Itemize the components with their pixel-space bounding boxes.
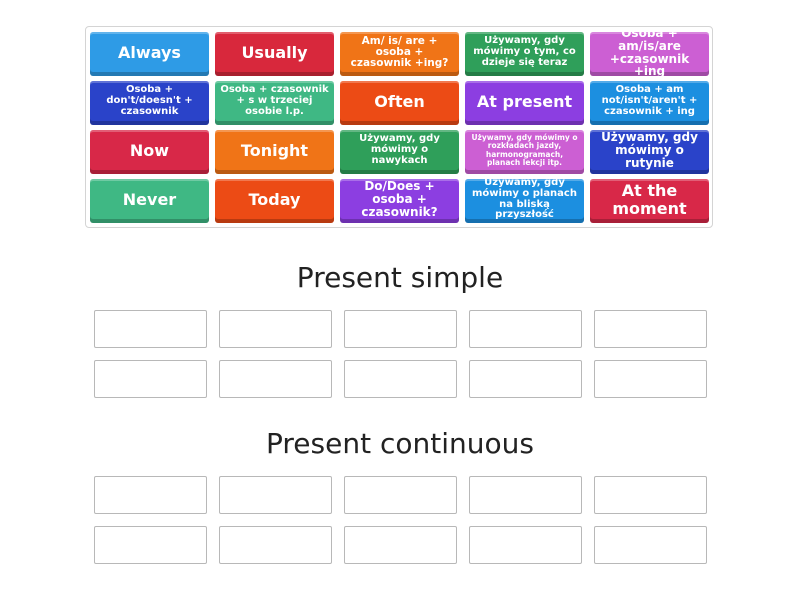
- drop-slot[interactable]: [469, 526, 582, 564]
- drop-slot[interactable]: [219, 476, 332, 514]
- draggable-tile[interactable]: Używamy, gdy mówimy o planach na bliską …: [465, 179, 584, 223]
- drop-slot[interactable]: [594, 476, 707, 514]
- draggable-tile[interactable]: At present: [465, 81, 584, 125]
- draggable-tile[interactable]: Używamy, gdy mówimy o nawykach: [340, 130, 459, 174]
- draggable-tile[interactable]: Often: [340, 81, 459, 125]
- draggable-tile[interactable]: Osoba + am not/isn't/aren't + czasownik …: [590, 81, 709, 125]
- drop-zone-present-continuous: [94, 476, 707, 564]
- drop-slot[interactable]: [219, 526, 332, 564]
- drop-slot[interactable]: [594, 360, 707, 398]
- draggable-tile[interactable]: Usually: [215, 32, 334, 76]
- draggable-tile[interactable]: Osoba + czasownik + s w trzeciej osobie …: [215, 81, 334, 125]
- drop-slot[interactable]: [469, 476, 582, 514]
- draggable-tile[interactable]: Am/ is/ are + osoba + czasownik +ing?: [340, 32, 459, 76]
- drop-slot[interactable]: [94, 526, 207, 564]
- draggable-tile[interactable]: Never: [90, 179, 209, 223]
- drop-slot[interactable]: [219, 360, 332, 398]
- draggable-tile[interactable]: Używamy, gdy mówimy o rozkładach jazdy, …: [465, 130, 584, 174]
- draggable-tile[interactable]: Now: [90, 130, 209, 174]
- draggable-tile[interactable]: Osoba + don't/doesn't + czasownik: [90, 81, 209, 125]
- draggable-tile[interactable]: Osoba + am/is/are +czasownik +ing: [590, 32, 709, 76]
- draggable-tile[interactable]: Always: [90, 32, 209, 76]
- draggable-tile[interactable]: Używamy, gdy mówimy o rutynie: [590, 130, 709, 174]
- drop-slot[interactable]: [344, 526, 457, 564]
- drop-slot[interactable]: [469, 360, 582, 398]
- draggable-tile[interactable]: Tonight: [215, 130, 334, 174]
- draggable-tile[interactable]: Do/Does + osoba + czasownik?: [340, 179, 459, 223]
- drop-slot[interactable]: [344, 360, 457, 398]
- drop-slot[interactable]: [469, 310, 582, 348]
- drop-slot[interactable]: [594, 310, 707, 348]
- drop-slot[interactable]: [344, 476, 457, 514]
- drop-slot[interactable]: [219, 310, 332, 348]
- drop-zone-present-simple: [94, 310, 707, 398]
- section-title-present-simple: Present simple: [296, 261, 504, 294]
- drop-slot[interactable]: [344, 310, 457, 348]
- draggable-tile[interactable]: Today: [215, 179, 334, 223]
- section-title-present-continuous: Present continuous: [266, 427, 534, 460]
- drop-slot[interactable]: [94, 360, 207, 398]
- drop-slot[interactable]: [94, 476, 207, 514]
- draggable-tile[interactable]: At the moment: [590, 179, 709, 223]
- draggable-tile[interactable]: Używamy, gdy mówimy o tym, co dzieje się…: [465, 32, 584, 76]
- drop-slot[interactable]: [94, 310, 207, 348]
- drop-slot[interactable]: [594, 526, 707, 564]
